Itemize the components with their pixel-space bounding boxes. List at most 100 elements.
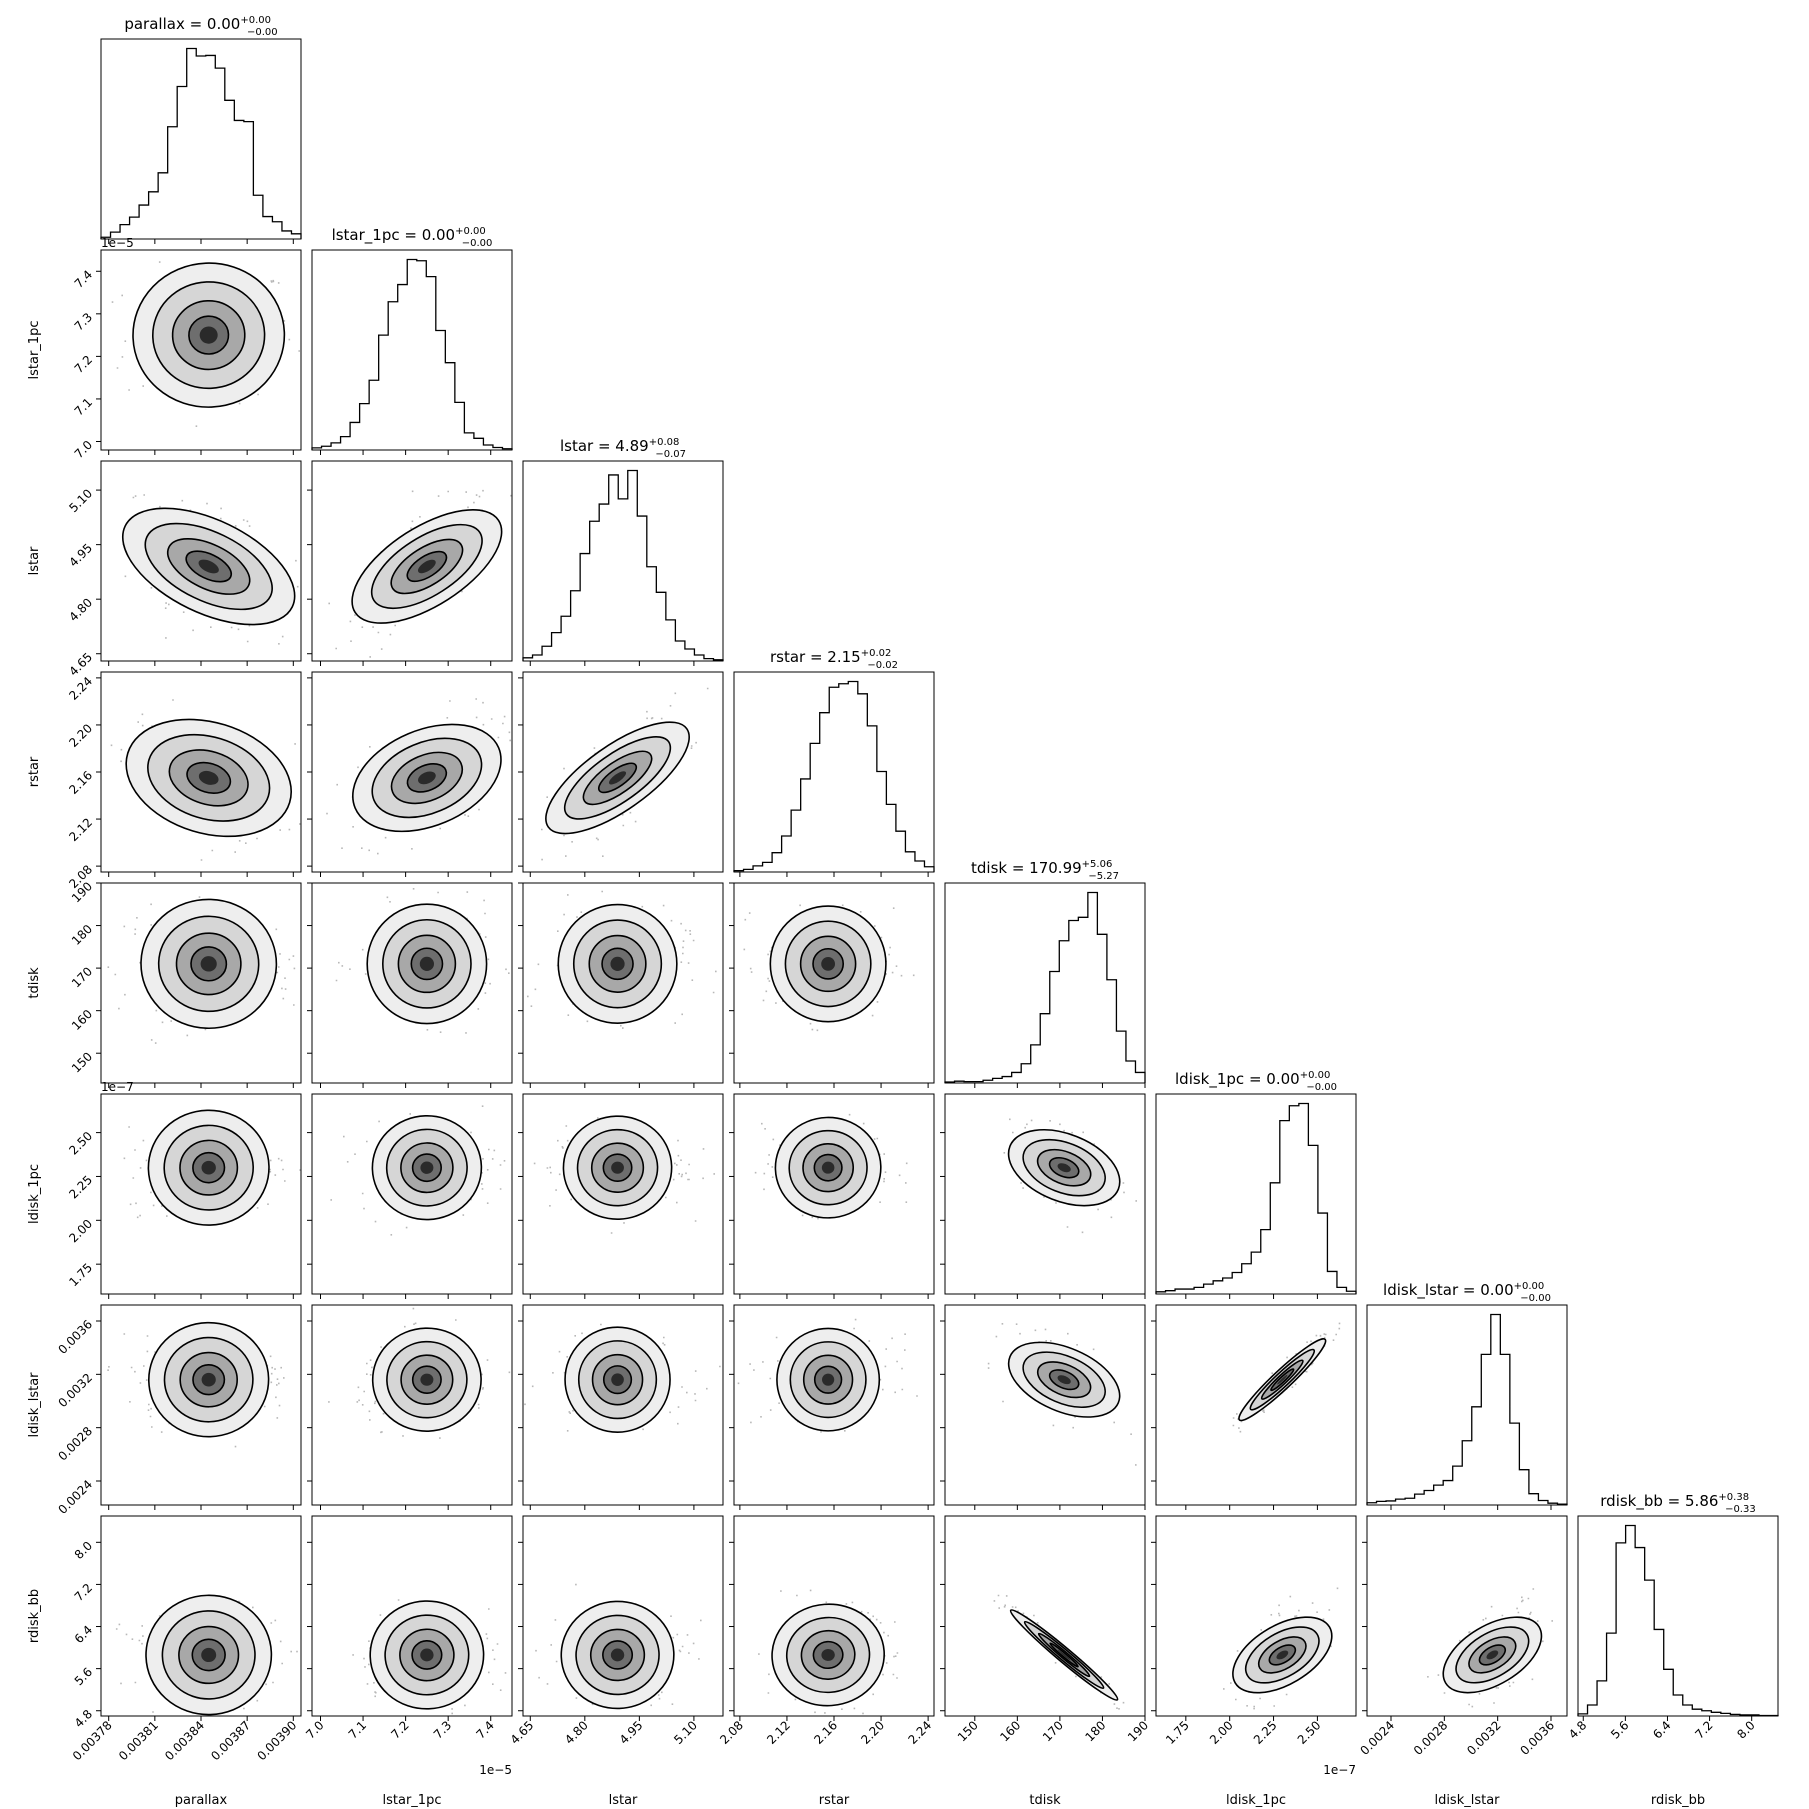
x-tick-label: 2.16 (811, 1718, 840, 1747)
x-tick-label: 2.24 (905, 1718, 934, 1747)
density-contour (610, 956, 625, 971)
y-tick-label: 7.3 (72, 310, 95, 333)
x-tick-label: 2.12 (764, 1718, 793, 1747)
scatter-panel-parallax-rstar: 2.082.122.162.202.24 (66, 671, 302, 891)
x-axis-label-rdisk_bb: rdisk_bb (1651, 1793, 1705, 1808)
hist-panel-rstar: rstar = 2.15+0.02−0.02 (733, 648, 935, 877)
density-contour (610, 1648, 625, 1662)
scatter-panel-parallax-lstar_1pc: 7.07.17.27.37.4 (72, 249, 302, 461)
y-tick-label: 0.0036 (56, 1317, 96, 1357)
x-axis-label-ldisk_lstar: ldisk_lstar (1434, 1793, 1500, 1808)
panel-frame (1155, 1093, 1357, 1295)
x-tick-label: 5.6 (1608, 1718, 1631, 1741)
x-tick-label: 2.00 (1207, 1718, 1236, 1747)
x-tick-label: 2.20 (858, 1718, 887, 1747)
density-contour (418, 771, 436, 785)
x-tick-label: 4.65 (508, 1718, 537, 1747)
panel-frame (1577, 1515, 1779, 1717)
scatter-panel-parallax-lstar: 4.654.804.955.10 (66, 460, 302, 679)
scatter-panel-lstar-ldisk_1pc (518, 1093, 724, 1299)
hist-step-rdisk_bb (1577, 1524, 1779, 1717)
density-contour (201, 1647, 217, 1663)
density-contour (821, 1648, 835, 1661)
hist-step-lstar (522, 469, 724, 661)
x-tick-label: 4.95 (617, 1718, 646, 1747)
y-tick-label: 2.24 (66, 674, 95, 703)
y-axis-label-rdisk_bb: rdisk_bb (27, 1589, 42, 1643)
density-contour (420, 1648, 434, 1662)
density-contour (1276, 1650, 1289, 1660)
x-axis-label-lstar_1pc: lstar_1pc (383, 1793, 442, 1808)
x-tick-label: 2.25 (1251, 1718, 1280, 1747)
hist-step-ldisk_lstar (1366, 1313, 1568, 1505)
density-contour (1057, 1649, 1071, 1661)
panel-frame (100, 38, 302, 240)
panel-title-tdisk: tdisk = 170.99+5.06−5.27 (971, 859, 1119, 882)
x-tick-label: 5.10 (671, 1718, 700, 1747)
panel-title-lstar: lstar = 4.89+0.08−0.07 (560, 437, 686, 460)
y-tick-label: 8.0 (72, 1539, 95, 1562)
y-tick-label: 7.4 (72, 267, 95, 290)
x-tick-label: 8.0 (1734, 1718, 1757, 1741)
panel-frame (522, 1304, 724, 1506)
x-offset-label-lstar_1pc: 1e−5 (479, 1763, 512, 1777)
panel-frame (944, 1304, 1146, 1506)
y-tick-label: 1.75 (66, 1260, 95, 1289)
x-tick-label: 0.00390 (254, 1718, 299, 1763)
scatter-panel-lstar_1pc-ldisk_lstar (307, 1304, 513, 1510)
x-tick-label: 0.00384 (162, 1718, 207, 1763)
scatter-panel-lstar_1pc-rstar (307, 671, 513, 877)
y-tick-label: 5.6 (72, 1665, 95, 1688)
hist-step-tdisk (944, 891, 1146, 1083)
x-tick-label: 190 (1125, 1718, 1151, 1744)
hist-step-ldisk_1pc (1155, 1102, 1357, 1294)
panel-frame (311, 460, 513, 662)
panel-frame (311, 249, 513, 451)
scatter-panel-rstar-rdisk_bb: 2.08 2.12 2.16 2.20 2.24 (717, 1515, 935, 1747)
y-tick-label: 4.8 (72, 1707, 95, 1730)
panel-frame (1155, 1304, 1357, 1506)
scatter-panel-lstar-rstar (518, 671, 724, 877)
scatter-panel-lstar_1pc-ldisk_1pc (307, 1093, 513, 1299)
y-axis-label-ldisk_1pc: ldisk_1pc (27, 1164, 42, 1224)
x-offset-label-ldisk_1pc: 1e−7 (1323, 1763, 1356, 1777)
scatter-panel-lstar_1pc-lstar (307, 460, 513, 666)
hist-panel-parallax: parallax = 0.00+0.00−0.00 (100, 15, 302, 244)
scatter-panel-lstar-tdisk (518, 882, 724, 1088)
density-contour (611, 1161, 624, 1174)
panel-frame (944, 1093, 1146, 1295)
density-contour (198, 770, 219, 785)
x-tick-label: 160 (997, 1718, 1023, 1744)
hist-panel-ldisk_1pc: ldisk_1pc = 0.00+0.00−0.00 (1155, 1070, 1357, 1299)
scatter-panel-tdisk-ldisk_lstar (940, 1304, 1146, 1510)
density-contour (201, 1160, 216, 1175)
x-tick-label: 2.08 (717, 1718, 746, 1747)
y-tick-label: 2.12 (66, 815, 95, 844)
panel-title-parallax: parallax = 0.00+0.00−0.00 (124, 15, 277, 38)
panel-frame (1155, 1515, 1357, 1717)
y-offset-label-ldisk_1pc: 1e−7 (101, 1080, 134, 1094)
y-tick-label: 160 (69, 1007, 95, 1033)
x-tick-label: 7.4 (473, 1718, 496, 1741)
panel-frame (522, 460, 724, 662)
y-tick-label: 4.65 (66, 650, 95, 679)
density-contour (611, 1373, 624, 1386)
y-tick-label: 180 (69, 922, 95, 948)
density-contour (821, 956, 836, 971)
scatter-panel-lstar-ldisk_lstar (518, 1304, 724, 1510)
panel-frame (311, 1304, 513, 1506)
density-contour (200, 956, 217, 972)
panel-frame (311, 1093, 513, 1295)
x-tick-label: 170 (1040, 1718, 1066, 1744)
x-tick-label: 0.0024 (1358, 1718, 1398, 1758)
x-tick-label: 0.0028 (1411, 1718, 1451, 1758)
x-tick-label: 0.00387 (208, 1718, 253, 1763)
scatter-panel-tdisk-ldisk_1pc (940, 1093, 1146, 1299)
y-tick-label: 7.0 (72, 438, 95, 461)
